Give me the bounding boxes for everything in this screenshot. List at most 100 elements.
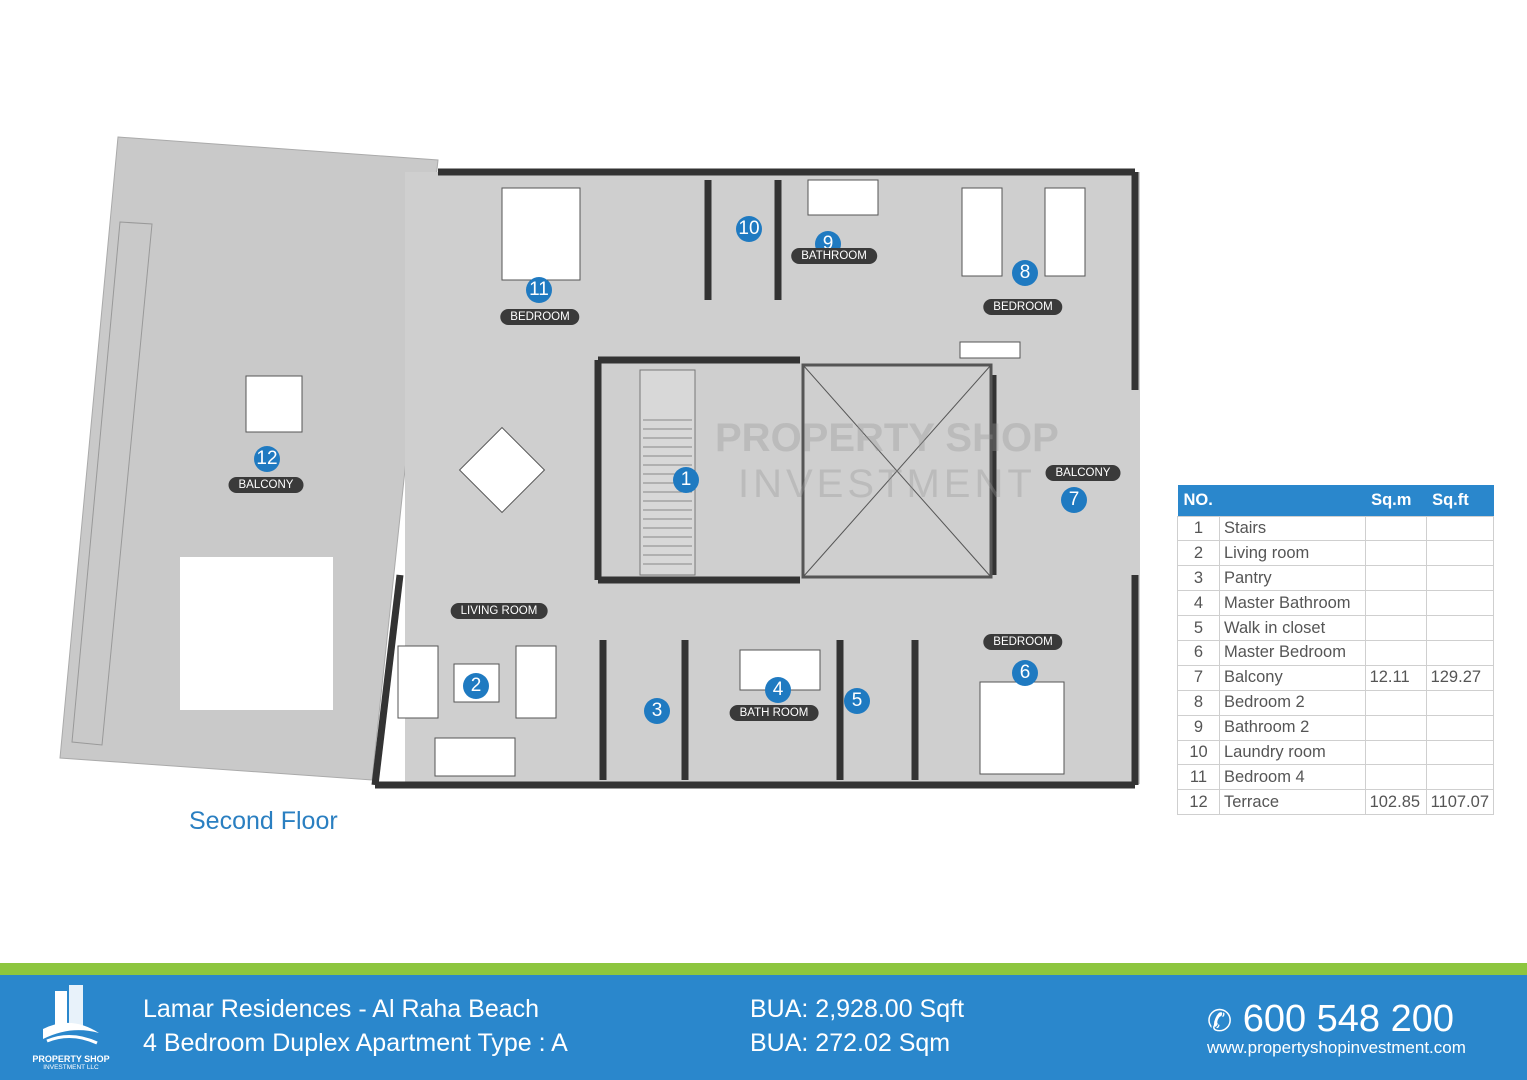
header-sqft: Sq.ft — [1426, 485, 1494, 516]
room-label-terrace: BALCONY — [228, 477, 304, 493]
header-no: NO. — [1177, 485, 1220, 516]
cell-sqm: 12.11 — [1364, 664, 1427, 691]
room-marker-3: 3 — [644, 698, 670, 724]
cell-room: Master Bathroom — [1219, 590, 1366, 617]
bua-sqft: BUA: 2,928.00 Sqft — [750, 995, 965, 1023]
room-label-balcony: BALCONY — [1045, 465, 1121, 481]
cell-sqm — [1364, 540, 1427, 567]
cell-sqft — [1425, 689, 1495, 716]
cell-room: Bedroom 4 — [1219, 764, 1366, 791]
bua-sqm: BUA: 272.02 Sqm — [750, 1029, 951, 1057]
cell-no: 3 — [1177, 565, 1220, 592]
logo-line2: INVESTMENT LLC — [43, 1064, 99, 1071]
room-marker-5: 5 — [844, 688, 870, 714]
terrace-planter — [71, 221, 153, 746]
cell-sqm — [1364, 615, 1427, 641]
company-logo: PROPERTY SHOP INVESTMENT LLC — [26, 985, 116, 1071]
cell-no: 6 — [1177, 639, 1220, 666]
room-label-master-bedroom: BEDROOM — [983, 634, 1063, 650]
cell-sqm — [1364, 764, 1427, 791]
cell-room: Bathroom 2 — [1219, 714, 1366, 741]
cell-sqft — [1425, 590, 1495, 617]
floor-title: Second Floor — [189, 807, 338, 835]
room-marker-8: 8 — [1012, 260, 1038, 286]
cell-room: Walk in closet — [1219, 615, 1366, 641]
room-marker-4: 4 — [765, 677, 791, 703]
cell-sqft — [1425, 714, 1495, 741]
room-label-bathroom-2: BATHROOM — [791, 248, 877, 264]
phone-icon: ✆ — [1207, 1005, 1233, 1038]
cell-no: 9 — [1177, 714, 1220, 741]
terrace-opening — [180, 557, 333, 710]
unit-type: 4 Bedroom Duplex Apartment Type : A — [143, 1029, 568, 1057]
cell-no: 1 — [1177, 515, 1220, 542]
cell-no: 5 — [1177, 615, 1220, 641]
cell-room: Terrace — [1219, 789, 1366, 816]
phone-number: 600 548 200 — [1242, 998, 1455, 1040]
room-label-living-room: LIVING ROOM — [450, 603, 548, 619]
watermark-line2: INVESTMENT — [738, 462, 1036, 506]
cell-sqm — [1364, 565, 1427, 592]
cell-room: Pantry — [1219, 565, 1366, 592]
cell-sqft: 1107.07 — [1425, 789, 1495, 816]
cell-room: Stairs — [1219, 515, 1366, 542]
cell-no: 10 — [1177, 739, 1220, 766]
footer: PROPERTY SHOP INVESTMENT LLC Lamar Resid… — [0, 975, 1527, 1080]
furniture — [245, 179, 1086, 777]
logo-line1: PROPERTY SHOP — [32, 1054, 110, 1064]
building-wave-icon — [43, 985, 99, 1045]
walls — [371, 168, 1139, 789]
cell-room: Laundry room — [1219, 739, 1366, 766]
room-marker-2: 2 — [463, 673, 489, 699]
room-label-bedroom-4: BEDROOM — [500, 309, 580, 325]
header-room — [1219, 485, 1366, 516]
room-marker-7: 7 — [1061, 487, 1087, 513]
room-label-bedroom-2: BEDROOM — [983, 299, 1063, 315]
project-name: Lamar Residences - Al Raha Beach — [143, 995, 540, 1023]
watermark-line1: PROPERTY SHOP — [715, 416, 1059, 460]
cell-no: 7 — [1177, 664, 1220, 691]
phone-row[interactable]: ✆ 600 548 200 — [1207, 998, 1454, 1041]
cell-sqft — [1425, 515, 1495, 542]
cell-sqm — [1364, 590, 1427, 617]
cell-sqft — [1425, 764, 1495, 791]
watermark: PROPERTY SHOP INVESTMENT — [715, 415, 1059, 507]
cell-sqft: 129.27 — [1425, 664, 1495, 691]
room-label-master-bathroom: BATH ROOM — [729, 705, 819, 721]
website-link[interactable]: www.propertyshopinvestment.com — [1207, 1038, 1466, 1057]
room-marker-11: 11 — [526, 277, 552, 303]
cell-no: 11 — [1177, 764, 1220, 791]
room-marker-1: 1 — [673, 467, 699, 493]
cell-room: Master Bedroom — [1219, 639, 1366, 666]
terrace-area — [59, 136, 439, 781]
cell-room: Bedroom 2 — [1219, 689, 1366, 716]
room-marker-10: 10 — [736, 216, 762, 242]
room-marker-6: 6 — [1012, 660, 1038, 686]
cell-sqm — [1364, 689, 1427, 716]
cell-sqft — [1425, 540, 1495, 567]
cell-sqm — [1364, 739, 1427, 766]
room-marker-12: 12 — [254, 446, 280, 472]
cell-no: 8 — [1177, 689, 1220, 716]
cell-sqft — [1425, 615, 1495, 641]
cell-sqm — [1364, 714, 1427, 741]
cell-sqft — [1425, 639, 1495, 666]
footer-accent-strip — [0, 963, 1527, 975]
cell-room: Balcony — [1219, 664, 1366, 691]
cell-no: 2 — [1177, 540, 1220, 567]
cell-no: 12 — [1177, 789, 1220, 816]
cell-sqm — [1364, 515, 1427, 542]
